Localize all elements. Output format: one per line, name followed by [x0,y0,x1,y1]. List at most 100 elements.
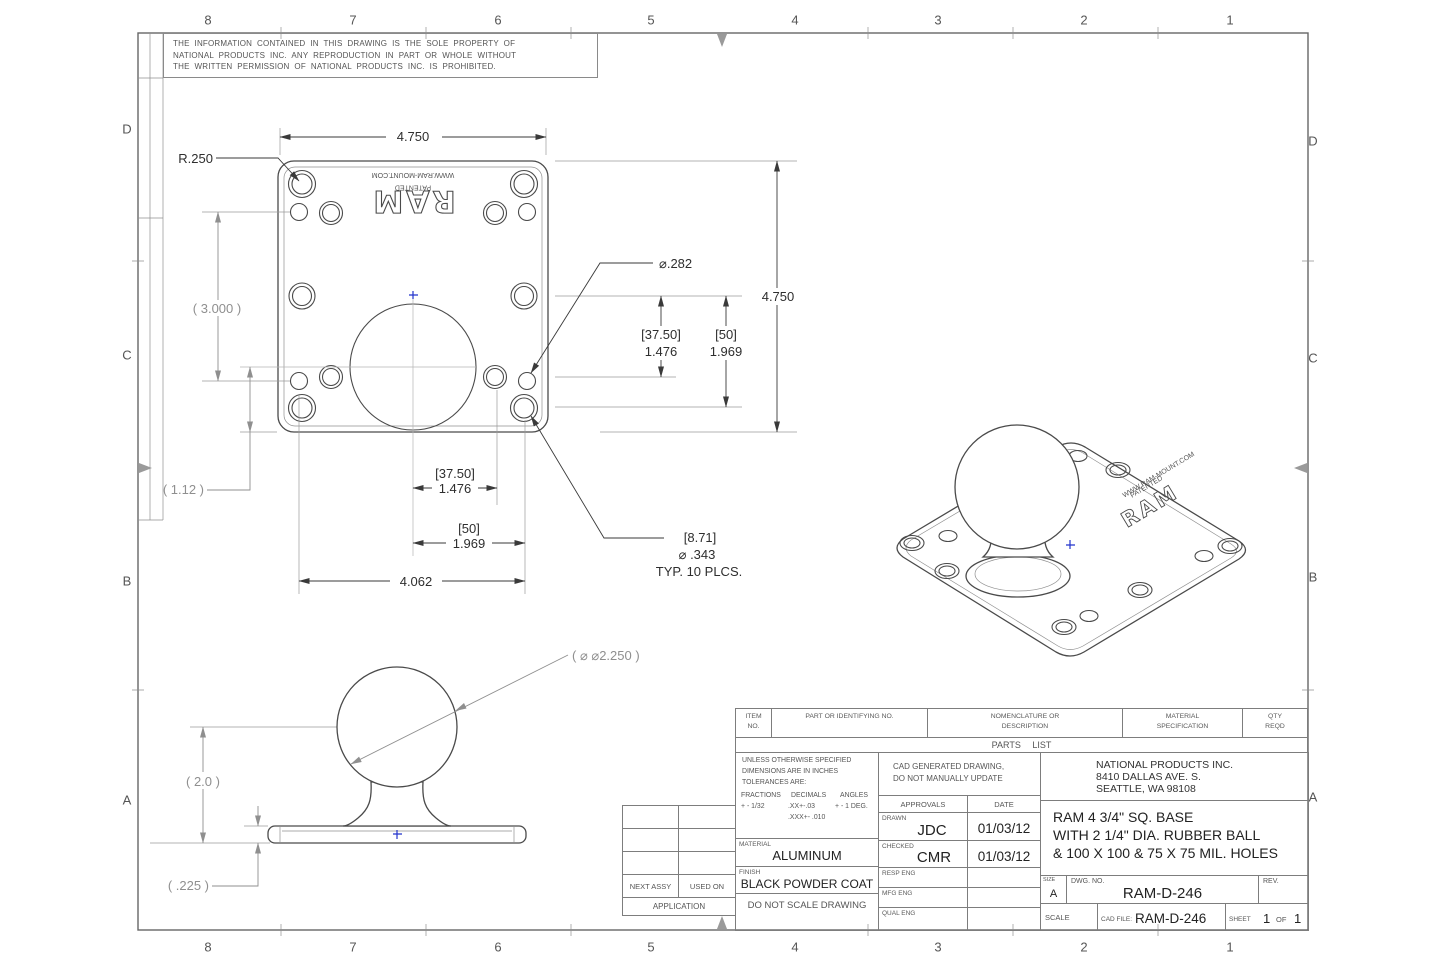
tol-h-decimals: DECIMALS [791,792,827,799]
checked-cell: CHECKED CMR [878,840,968,868]
size-cell: SIZE A [1040,875,1067,904]
resp-eng-value-cell [967,867,1041,888]
zone-col-bot-8: 8 [204,939,212,955]
parts-col-part: PART OR IDENTIFYING NO. [771,708,928,738]
cad-note-line-2: DO NOT MANUALLY UPDATE [893,774,1003,783]
date-header: DATE [967,795,1041,813]
svg-text:4.062: 4.062 [400,574,433,589]
material-cell: MATERIAL ALUMINUM [735,838,879,867]
dim-corner-radius: R.250 [178,151,300,182]
material-value: ALUMINUM [772,848,842,863]
zone-center-arrows [139,34,1307,929]
disclaimer-line-2: NATIONAL PRODUCTS INC. ANY REPRODUCTION … [173,50,517,60]
drawn-date-cell: 01/03/12 [967,812,1041,841]
company-city: SEATTLE, WA 98108 [1096,783,1196,795]
application-cell: APPLICATION [622,897,736,916]
dim-ball-dia: ( ⌀ ⌀2.250 ) [350,648,640,765]
tolerance-block: UNLESS OTHERWISE SPECIFIED DIMENSIONS AR… [735,752,879,839]
svg-text:R.250: R.250 [178,151,213,166]
zone-row-left-a: A [122,792,132,808]
dim-plate-thickness: ( .225 ) [168,806,261,893]
app-cell-empty-6 [678,851,736,875]
svg-text:[8.71]: [8.71] [684,530,717,545]
zone-col-top-4: 4 [791,12,799,28]
svg-text:[37.50]: [37.50] [641,327,681,342]
svg-text:1.969: 1.969 [453,536,486,551]
rev-label: REV. [1263,878,1279,885]
rev-cell: REV. [1258,875,1309,904]
finish-label: FINISH [739,869,761,876]
next-assy-cell: NEXT ASSY [622,874,679,898]
dim-ref-3000: ( 3.000 ) [188,211,246,382]
title-line-2: WITH 2 1/4" DIA. RUBBER BALL [1053,827,1261,843]
tol-line-1: UNLESS OTHERWISE SPECIFIED [742,757,852,764]
zone-row-right-c: C [1308,350,1318,366]
checked-by: CMR [916,849,952,866]
material-label: MATERIAL [739,841,772,848]
iso-ball [954,424,1080,550]
zone-col-top-5: 5 [647,12,655,28]
svg-text:4.750: 4.750 [397,129,430,144]
company-address: 8410 DALLAS AVE. S. [1096,771,1201,783]
zone-row-left-b: B [122,573,132,589]
qual-eng-cell: QUAL ENG [878,907,968,931]
svg-text:[50]: [50] [715,327,737,342]
app-cell-empty-3 [622,828,679,852]
app-cell-empty-2 [678,805,736,829]
zone-col-top-3: 3 [934,12,942,28]
cad-note-cell: CAD GENERATED DRAWING, DO NOT MANUALLY U… [878,752,1041,796]
cad-note-line-1: CAD GENERATED DRAWING, [893,762,1005,771]
svg-text:( 1.12 ): ( 1.12 ) [163,482,204,497]
zone-col-top-8: 8 [204,12,212,28]
dim-right-50: [50] 1.969 [701,295,752,408]
parts-col-material: MATERIAL SPECIFICATION [1122,708,1243,738]
resp-eng-cell: RESP ENG [878,867,968,888]
cad-file-cell: CAD FILE: RAM-D-246 [1097,903,1226,931]
dim-right-height: 4.750 [753,160,803,433]
sheet-number: 1 [1263,911,1271,926]
svg-text:[50]: [50] [458,521,480,536]
tol-v-fractions: + - 1/32 [741,803,765,810]
svg-text:4.750: 4.750 [762,289,795,304]
parts-col-qty: QTY REQD [1242,708,1308,738]
cad-file-label: CAD FILE: [1101,916,1133,923]
no-scale-note: DO NOT SCALE DRAWING [747,900,867,911]
zone-row-right-d: D [1308,133,1318,149]
checked-date: 01/03/12 [977,849,1031,864]
dim-ref-112: ( 1.12 ) [163,366,253,497]
svg-text:1.476: 1.476 [439,481,472,496]
front-view: WWW.RAM-MOUNT.COM PATENTED RAM [240,160,549,556]
plate-url-text: WWW.RAM-MOUNT.COM [372,171,455,178]
zone-col-bot-2: 2 [1080,939,1088,955]
tol-line-3: TOLERANCES ARE: [742,779,807,786]
drawing-title-cell: RAM 4 3/4" SQ. BASE WITH 2 1/4" DIA. RUB… [1040,800,1309,876]
zone-row-right-a: A [1308,789,1318,805]
size-value: A [1049,888,1058,900]
tol-h-angles: ANGLES [840,792,868,799]
plate-patented-text: PATENTED [395,184,431,191]
sheet-cell: SHEET 1 OF 1 [1225,903,1309,931]
svg-text:1.969: 1.969 [710,344,743,359]
mfg-eng-cell: MFG ENG [878,887,968,908]
no-scale-cell: DO NOT SCALE DRAWING [735,893,879,931]
tol-v-decimals: .XX+-.03 [788,803,816,810]
cad-file-value: RAM-D-246 [1135,911,1207,926]
sheet-total: 1 [1294,911,1302,926]
company-name: NATIONAL PRODUCTS INC. [1096,759,1234,771]
zone-col-top-7: 7 [349,12,357,28]
tol-v-decimals3: .XXX+- .010 [788,814,826,821]
dim-ball-height: ( 2.0 ) [174,726,232,844]
app-cell-empty-1 [622,805,679,829]
sheet-of-label: OF [1276,915,1287,924]
qual-eng-value-cell [967,907,1041,931]
zone-row-left-d: D [122,121,132,137]
parts-col-item: ITEM NO. [735,708,772,738]
drawn-by: JDC [917,822,947,839]
zone-col-bot-6: 6 [494,939,502,955]
tol-v-angles: + - 1 DEG. [835,803,868,810]
checked-date-cell: 01/03/12 [967,840,1041,868]
dwg-no-cell: DWG. NO. RAM-D-246 [1066,875,1259,904]
zone-col-bot-7: 7 [349,939,357,955]
dim-bottom-50: [50] 1.969 [412,521,526,551]
